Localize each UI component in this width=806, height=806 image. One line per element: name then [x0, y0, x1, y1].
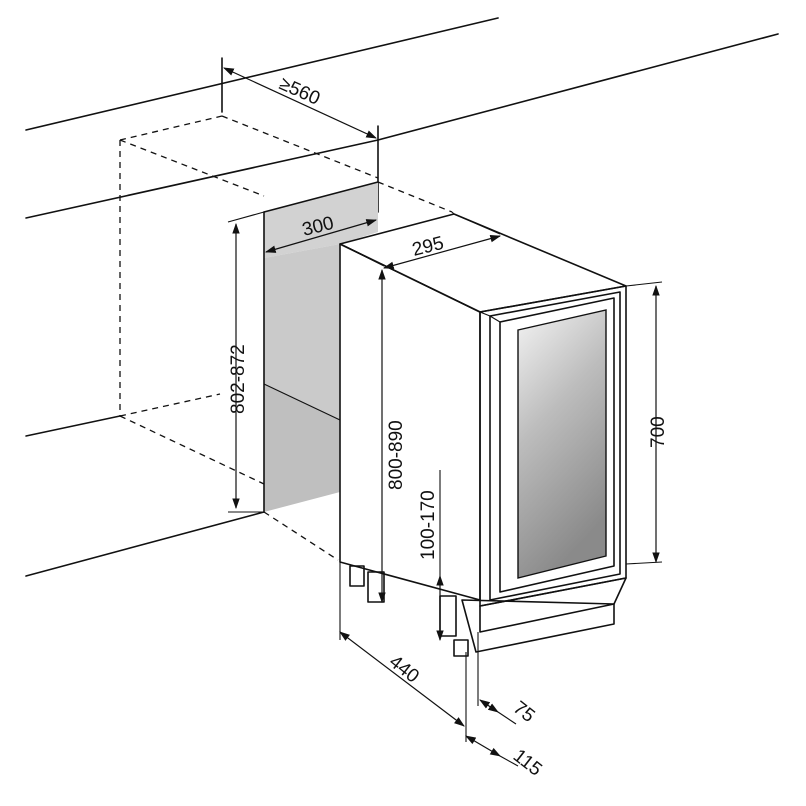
dimension-lines [223, 67, 663, 767]
wine-cooler [339, 211, 627, 657]
dim-unit-depth: 440 [385, 651, 423, 687]
dim-door-height: 700 [648, 416, 669, 448]
legs [349, 565, 469, 657]
counter-outline [25, 17, 779, 577]
dim-unit-width: 295 [410, 233, 446, 261]
dim-handle-depth: 115 [509, 745, 546, 780]
dim-niche-height: 802-872 [228, 344, 249, 414]
niche-cutout [263, 181, 379, 513]
dim-leg-height: 100-170 [418, 490, 439, 560]
dim-unit-height: 800-890 [386, 420, 407, 490]
dim-cabinet-depth: ≥560 [276, 73, 323, 109]
